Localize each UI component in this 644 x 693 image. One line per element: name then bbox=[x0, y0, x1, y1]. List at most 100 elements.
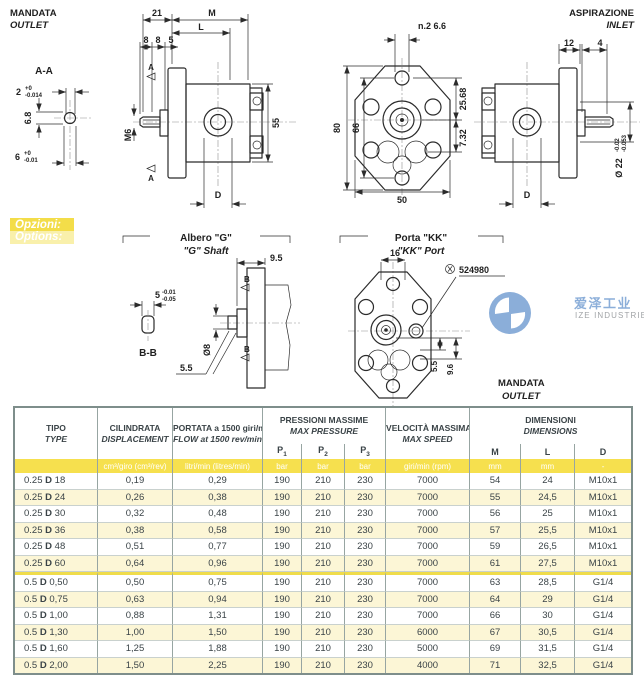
col-pressioni-en: MAX PRESSURE bbox=[290, 426, 359, 436]
unit-portata: litri/min (litres/min) bbox=[173, 459, 263, 473]
value-cell: 0,32 bbox=[98, 506, 173, 523]
subcol-l: L bbox=[521, 444, 576, 459]
dim-95: 9.5 bbox=[270, 253, 283, 263]
section-marker-b-top: B bbox=[244, 275, 250, 284]
table-units-row: cm³/giro (cm³/rev) litri/min (litres/min… bbox=[15, 459, 632, 473]
value-cell: 210 bbox=[302, 539, 345, 556]
value-cell: 54 bbox=[470, 473, 522, 490]
type-cell: 0.5 D 1,30 bbox=[15, 624, 98, 641]
value-cell: 0,50 bbox=[98, 572, 173, 592]
section-marker-a-bottom: A bbox=[148, 174, 154, 183]
dim-8a: 8 bbox=[143, 35, 148, 45]
value-cell: 190 bbox=[263, 555, 302, 572]
type-cell: 0.25 D 36 bbox=[15, 522, 98, 539]
col-portata-it: PORTATA a 1500 giri/min bbox=[173, 422, 262, 433]
value-cell: M10x1 bbox=[575, 522, 632, 539]
value-cell: M10x1 bbox=[575, 489, 632, 506]
dim-6-8: 6.8 bbox=[23, 112, 33, 125]
value-cell: 61 bbox=[470, 555, 522, 572]
dim-16: 16 bbox=[390, 248, 400, 258]
value-cell: 32,5 bbox=[521, 657, 576, 673]
dim-2-tol-bot: -0.014 bbox=[25, 93, 43, 99]
value-cell: 0,29 bbox=[173, 473, 263, 490]
dim-21: 21 bbox=[152, 8, 162, 18]
unit-cilindrata: cm³/giro (cm³/rev) bbox=[98, 459, 173, 473]
value-cell: 230 bbox=[345, 506, 387, 523]
value-cell: 0,38 bbox=[173, 489, 263, 506]
dim-55: 55 bbox=[271, 118, 281, 128]
value-cell: 27,5 bbox=[521, 555, 576, 572]
value-cell: 210 bbox=[302, 489, 345, 506]
value-cell: 230 bbox=[345, 489, 387, 506]
value-cell: M10x1 bbox=[575, 539, 632, 556]
dim-96-kk: 9.6 bbox=[446, 363, 455, 375]
value-cell: 66 bbox=[470, 608, 522, 625]
value-cell: 190 bbox=[263, 591, 302, 608]
value-cell: 6000 bbox=[386, 624, 471, 641]
table-header-row: TIPO TYPE CILINDRATA DISPLACEMENT PORTAT… bbox=[15, 408, 632, 459]
value-cell: 26,5 bbox=[521, 539, 576, 556]
dim-55-shaft: 5.5 bbox=[180, 363, 193, 373]
dim-80: 80 bbox=[332, 123, 342, 133]
dim-8b: 8 bbox=[155, 35, 160, 45]
unit-tipo bbox=[15, 459, 98, 473]
type-cell: 0.25 D 60 bbox=[15, 555, 98, 572]
kk-port-option-drawing: Porta "KK" "KK" Port 16 524980 bbox=[339, 233, 545, 407]
value-cell: 1,50 bbox=[98, 657, 173, 673]
type-cell: 0.25 D 24 bbox=[15, 489, 98, 506]
col-portata-en: FLOW at 1500 rev/min bbox=[173, 433, 262, 444]
value-cell: 24,5 bbox=[521, 489, 576, 506]
value-cell: 230 bbox=[345, 539, 387, 556]
kk-port-title-it: Porta "KK" bbox=[395, 233, 448, 244]
dim-m6: M6 bbox=[123, 129, 133, 142]
value-cell: 230 bbox=[345, 591, 387, 608]
outlet-side-view: 21 M L 8 8 5 A A M6 55 D bbox=[123, 8, 296, 208]
ize-logo-icon bbox=[489, 292, 531, 334]
value-cell: 190 bbox=[263, 624, 302, 641]
value-cell: 0,88 bbox=[98, 608, 173, 625]
type-cell: 0.25 D 30 bbox=[15, 506, 98, 523]
value-cell: 5000 bbox=[386, 641, 471, 658]
watermark-logo: 爱泽工业 IZE INDUSTRIES bbox=[488, 291, 644, 339]
dim-key-5-tol-bot: -0.05 bbox=[162, 297, 176, 303]
section-marker-a-top: A bbox=[148, 63, 154, 72]
dim-4: 4 bbox=[597, 38, 602, 48]
dim-5: 5 bbox=[168, 35, 173, 45]
value-cell: 190 bbox=[263, 657, 302, 673]
type-cell: 0.25 D 18 bbox=[15, 473, 98, 490]
value-cell: 0,63 bbox=[98, 591, 173, 608]
col-header-dimensioni: DIMENSIONI DIMENSIONS bbox=[470, 408, 632, 444]
value-cell: 190 bbox=[263, 572, 302, 592]
dim-dia22-tol-top: -0.02 bbox=[615, 138, 621, 152]
col-dimensioni-en: DIMENSIONS bbox=[523, 426, 578, 436]
value-cell: 30 bbox=[521, 608, 576, 625]
value-cell: 210 bbox=[302, 522, 345, 539]
dim-2: 2 bbox=[16, 87, 21, 97]
value-cell: 190 bbox=[263, 522, 302, 539]
value-cell: 63 bbox=[470, 572, 522, 592]
value-cell: G1/4 bbox=[575, 624, 632, 641]
value-cell: G1/4 bbox=[575, 572, 632, 592]
value-cell: 210 bbox=[302, 641, 345, 658]
dim-key-5-tol-top: -0.01 bbox=[162, 290, 176, 296]
value-cell: 59 bbox=[470, 539, 522, 556]
value-cell: 190 bbox=[263, 489, 302, 506]
value-cell: 230 bbox=[345, 522, 387, 539]
subcol-p3: P3 bbox=[345, 444, 387, 459]
value-cell: 29 bbox=[521, 591, 576, 608]
value-cell: 190 bbox=[263, 608, 302, 625]
unit-p3: bar bbox=[345, 459, 387, 473]
g-shaft-title-en: "G" Shaft bbox=[183, 246, 229, 257]
value-cell: 230 bbox=[345, 555, 387, 572]
dim-n2-66: n.2 6.6 bbox=[418, 21, 446, 31]
dim-2-tol-top: +0 bbox=[25, 86, 33, 92]
section-aa-title: A-A bbox=[35, 66, 53, 77]
value-cell: 230 bbox=[345, 624, 387, 641]
table-subheader-row: P1 P2 P3 M L D bbox=[15, 444, 632, 459]
value-cell: 210 bbox=[302, 506, 345, 523]
col-header-portata: PORTATA a 1500 giri/min FLOW at 1500 rev… bbox=[173, 408, 263, 459]
